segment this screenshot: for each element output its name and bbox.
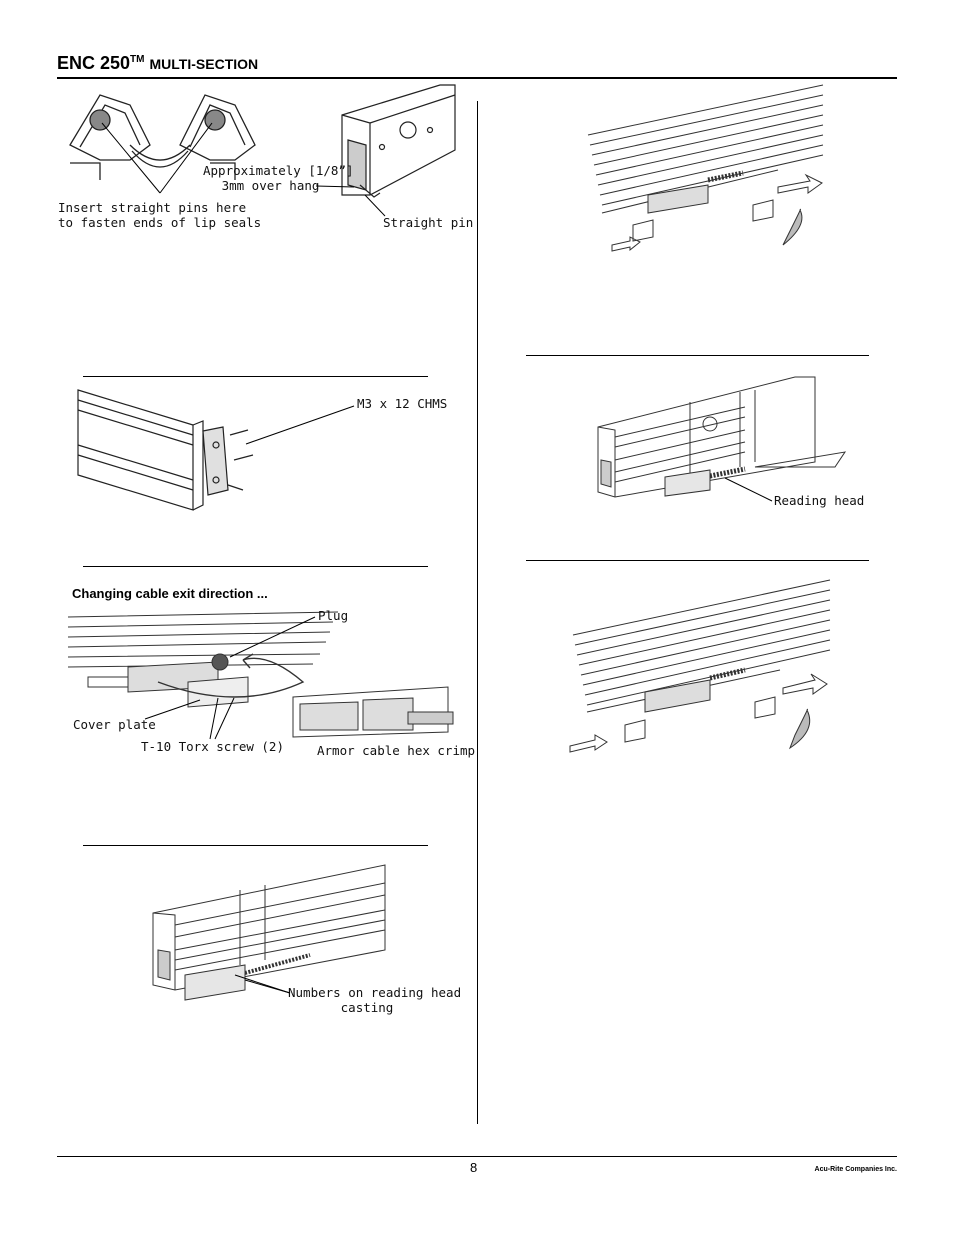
hex-crimp-label: Armor cable hex crimp [317,743,476,758]
trademark: TM [130,54,145,65]
overhang-line2: 3mm over hang [221,178,320,193]
torx-screw-label: T-10 Torx screw (2) [141,739,284,754]
header-rule [57,77,897,79]
section-rule-3 [83,845,428,846]
section-rule-right-1 [526,355,869,356]
section-rule-2 [83,566,428,567]
lip-seal-pins-line2: to fasten ends of lip seals [58,215,262,230]
lip-seal-pins-label: Insert straight pins here to fasten ends… [58,200,262,230]
numbers-line2: casting [340,1000,394,1015]
lip-seal-illustration [69,94,256,194]
head-insertion-illustration-2 [569,579,831,753]
cable-exit-illustration [67,611,454,738]
reading-head-numbers-illustration [152,864,386,1001]
reading-head-label: Reading head [774,493,865,508]
head-insertion-illustration-1 [587,84,824,252]
cable-exit-caption: Changing cable exit direction ... [72,586,268,601]
column-divider [477,101,478,1124]
section-rule-right-2 [526,560,869,561]
numbers-line1: Numbers on reading head [288,985,462,1000]
plug-label: Plug [318,608,349,623]
footer-rule [57,1156,897,1157]
page-number: 8 [470,1160,478,1175]
m3-screw-label: M3 x 12 CHMS [357,396,448,411]
end-plate-illustration [77,389,254,511]
numbers-label: Numbers on reading head casting [288,985,462,1015]
encoder-end-overhang-illustration [341,84,456,198]
page-subtitle: MULTI-SECTION [149,56,259,72]
reading-head-illustration [597,376,847,498]
cover-plate-label: Cover plate [73,717,156,732]
company-name: Acu-Rite Companies Inc. [814,1166,897,1173]
straight-pin-label: Straight pin [383,215,474,230]
overhang-line1: Approximately [1/8”] [203,163,354,178]
product-name: ENC 250 [57,53,131,73]
section-rule-1 [83,376,428,377]
overhang-label: Approximately [1/8”] 3mm over hang [203,163,354,193]
page-title: ENC 250TM MULTI-SECTION [57,53,258,74]
lip-seal-pins-line1: Insert straight pins here [58,200,247,215]
